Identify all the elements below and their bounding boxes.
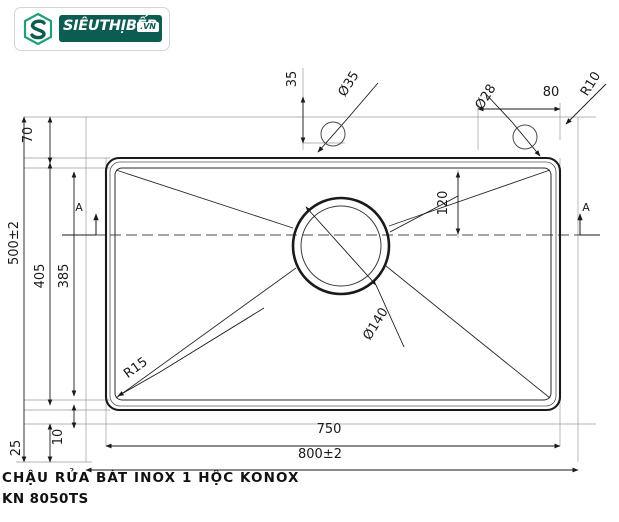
dim-800-label: 800±2	[298, 447, 342, 462]
section-markers	[62, 213, 600, 236]
dim-35-label: 35	[285, 71, 300, 88]
dim-120-label: 120	[436, 191, 451, 216]
product-model: KN 8050TS	[2, 491, 89, 507]
sink-bowl	[114, 167, 552, 401]
leader-lines	[117, 82, 607, 397]
tap-holes	[320, 121, 538, 150]
dim-500-label: 500±2	[7, 221, 22, 265]
dim-385-label: 385	[57, 264, 72, 289]
tap-hole-28-icon	[512, 124, 538, 150]
logo-wordmark: SIÊUTHỊBẾP .VN	[59, 15, 162, 42]
dim-d28-label: Ø28	[473, 82, 500, 113]
dim-r10-label: R10	[578, 69, 604, 99]
dim-r15-label: R15	[121, 355, 151, 382]
section-a-left-label: A	[75, 201, 83, 214]
dimension-lines	[16, 96, 579, 473]
drain-opening	[291, 196, 391, 296]
dim-10-label: 10	[51, 429, 66, 446]
dim-750-label: 750	[317, 422, 342, 437]
dim-d140-label: Ø140	[360, 305, 391, 343]
dim-80-label: 80	[543, 85, 560, 100]
logo-domain-badge: .VN	[137, 22, 159, 32]
product-name: CHẬU RỬA BÁT INOX 1 HỘC KONOX	[2, 470, 300, 486]
brand-logo: SIÊUTHỊBẾP .VN	[14, 7, 170, 51]
hexagon-s-icon	[23, 13, 53, 45]
dim-70-label: 70	[21, 127, 36, 144]
product-caption: CHẬU RỬA BÁT INOX 1 HỘC KONOX KN 8050TS	[2, 468, 617, 510]
logo-wordmark-text: SIÊUTHỊBẾP	[63, 18, 157, 34]
tap-hole-35-icon	[320, 121, 346, 147]
dim-405-label: 405	[33, 264, 48, 289]
section-a-right-label: A	[582, 201, 590, 214]
basin-slope-lines	[115, 169, 551, 399]
dim-25-label: 25	[9, 440, 24, 457]
sink-outer-rim	[104, 156, 562, 412]
dim-d35-label: Ø35	[336, 69, 363, 100]
